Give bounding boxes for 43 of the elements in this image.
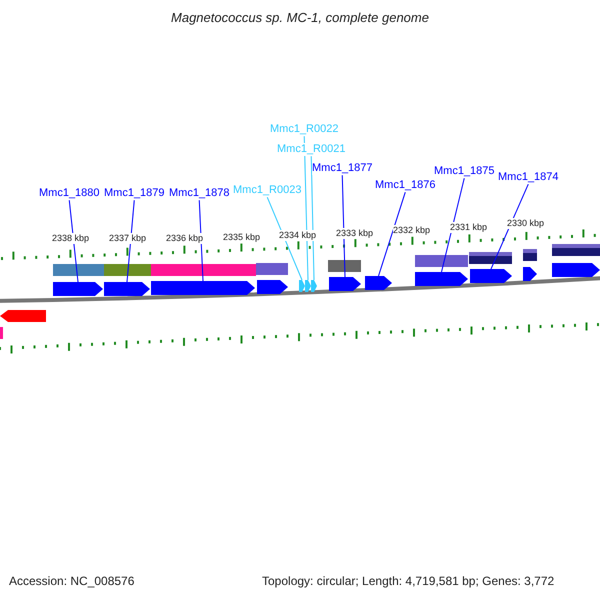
gene-feature <box>552 263 600 277</box>
footer-text: Accession: NC_008576 <box>9 574 134 588</box>
gene-label: Mmc1_R0023 <box>233 184 302 198</box>
footer-text: Topology: circular; Length: 4,719,581 bp; Genes: 3,772 <box>262 574 554 588</box>
gene-feature <box>104 282 150 296</box>
leader-line <box>310 156 314 280</box>
scale-label: 2333 kbp <box>336 228 374 239</box>
leader-line <box>490 184 529 270</box>
gene-feature <box>305 280 311 292</box>
gene-label: Mmc1_1877 <box>312 162 373 176</box>
gene-feature <box>365 276 392 290</box>
gene-feature <box>415 272 468 286</box>
scale-label: 2334 kbp <box>279 230 316 241</box>
scale-label: 2337 kbp <box>109 233 146 244</box>
gene-label: Mmc1_1876 <box>375 179 436 192</box>
gene-label: Mmc1_1880 <box>39 187 100 200</box>
gene-label: Mmc1_R0021 <box>277 143 346 156</box>
leader-line <box>126 200 135 282</box>
gene-feature <box>523 267 537 281</box>
gene-label: Mmc1_1878 <box>169 187 230 200</box>
scale-label: 2338 kbp <box>52 233 90 244</box>
gene-label: Mmc1_1879 <box>104 187 165 200</box>
scale-label: 2332 kbp <box>393 225 430 236</box>
gene-label: Mmc1_1875 <box>434 165 495 178</box>
gene-feature <box>311 280 317 292</box>
leader-line <box>266 196 302 280</box>
scale-label: 2331 kbp <box>450 222 488 233</box>
leader-line <box>441 178 465 272</box>
scale-label: 2336 kbp <box>166 233 204 244</box>
leader-line <box>378 192 406 276</box>
leader-line <box>68 200 78 282</box>
leader-line <box>342 174 346 278</box>
gene-feature <box>329 277 361 291</box>
gene-feature <box>299 280 305 292</box>
title: Magnetococcus sp. MC-1, complete genome <box>170 10 430 26</box>
gene-feature <box>470 269 512 283</box>
gene-feature <box>0 310 46 322</box>
scale-label: 2335 kbp <box>223 232 260 243</box>
gene-feature <box>53 282 103 296</box>
gene-label: Mmc1_R0022 <box>270 123 338 136</box>
gene-feature <box>257 280 288 294</box>
scale-label: 2330 kbp <box>507 218 544 229</box>
gene-label: Mmc1_1874 <box>498 171 559 184</box>
